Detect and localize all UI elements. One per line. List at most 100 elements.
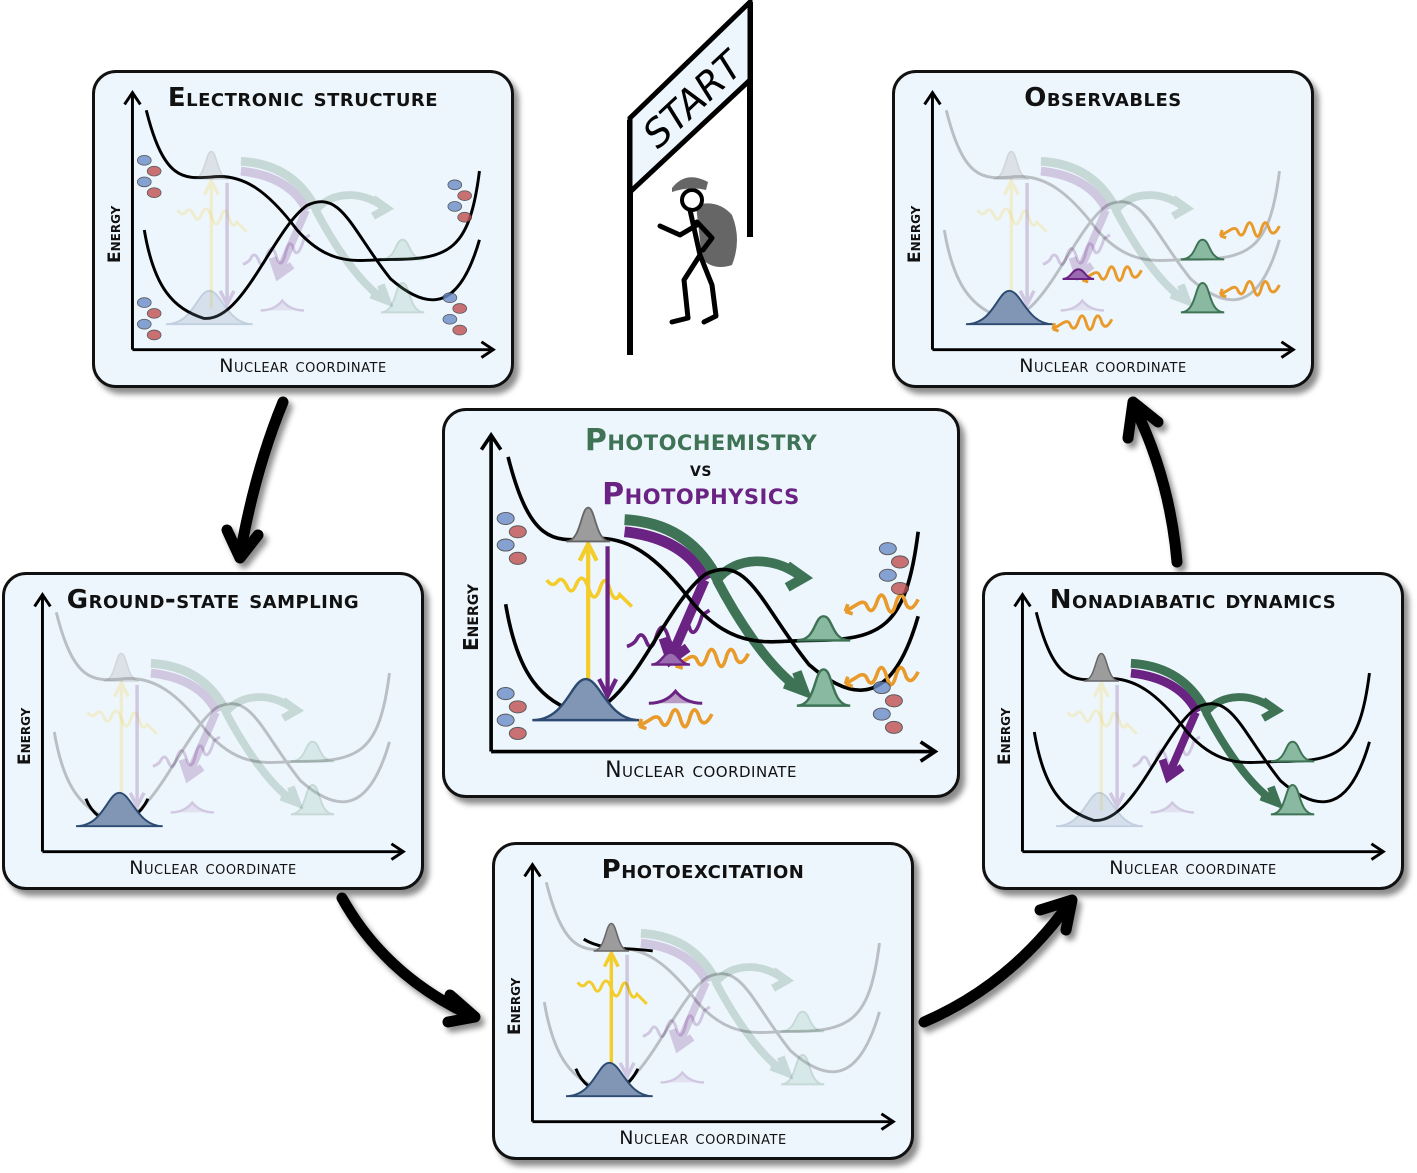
ground-wavepacket-shape	[532, 677, 640, 722]
coordinate-axis-arrowhead	[880, 1112, 896, 1131]
coordinate-axis-arrowhead	[390, 842, 406, 861]
coordinate-axis-arrowhead	[1280, 340, 1296, 359]
upper-product-arrow	[712, 556, 814, 592]
upper-product-wavepacket	[780, 1010, 825, 1033]
probe-ground	[637, 708, 714, 731]
ground-wavepacket-shape	[565, 1061, 653, 1098]
emission-arrow-icon	[128, 684, 146, 811]
internal-conversion-arrow	[1158, 710, 1200, 784]
relaxation-paths	[1130, 658, 1285, 810]
lower-product-wavepacket	[796, 668, 851, 707]
lower-product-wavepacket	[1180, 281, 1225, 314]
probe-pulses	[637, 593, 920, 731]
excitation-arrow-icon	[602, 949, 620, 1081]
orbital-lobe	[496, 511, 515, 525]
orbital-lobe	[872, 681, 891, 695]
photophysics-path	[640, 938, 711, 985]
photochemistry-path	[1040, 156, 1121, 213]
photophysics-elements	[618, 954, 711, 1084]
potential-energy-surfaces	[942, 109, 1281, 320]
x-axis-label: Nuclear coordinate	[1109, 857, 1277, 879]
pump-pulse	[176, 207, 248, 233]
panel-title: Nonadiabatic dynamics	[1049, 585, 1337, 615]
orbital-lobe	[496, 538, 515, 552]
energy-diagram	[1013, 591, 1386, 861]
yellow-photon-icon	[545, 576, 634, 608]
orbital-lobe	[136, 155, 152, 166]
energy-axis-arrowhead	[1013, 591, 1032, 608]
excited-state-surface	[544, 881, 881, 1034]
excitation-arrow	[577, 539, 599, 701]
product-wavepackets	[780, 1010, 825, 1086]
start-banner	[627, 0, 753, 198]
purple-photon-icon	[642, 1005, 711, 1038]
versus-label: vs	[690, 457, 712, 481]
photophysics-title: Photophysics	[602, 477, 800, 512]
upper-product-arrow	[1202, 693, 1285, 722]
photophysics-elements	[1108, 684, 1201, 814]
energy-axis-arrowhead	[923, 89, 942, 106]
axes	[479, 431, 939, 763]
potential-energy-surfaces	[1032, 611, 1371, 822]
yellow-photon-icon	[576, 979, 648, 1005]
excitation-arrow	[1002, 177, 1020, 309]
excitation-arrow	[1092, 679, 1110, 811]
emission-arrow-icon	[618, 954, 636, 1081]
arrow-sampling-to-photoexcitation-head	[442, 989, 481, 1028]
internal-conversion-arrow	[178, 710, 220, 784]
excited-wavepacket-shape	[993, 150, 1030, 180]
emission-arrow-icon	[1108, 684, 1126, 811]
x-axis-label: Nuclear coordinate	[1019, 355, 1187, 377]
pump-pulse	[976, 207, 1048, 233]
lower-product-arrow	[222, 710, 304, 810]
relaxation-paths	[240, 156, 395, 308]
coordinate-axis-arrowhead	[480, 340, 496, 359]
orbital-lobe	[508, 700, 527, 714]
photophysics-path	[150, 668, 221, 715]
hot-ground-wavepacket	[660, 1070, 705, 1084]
excited-wavepacket	[193, 150, 230, 180]
coordinate-axis-arrowhead	[919, 740, 939, 763]
arrow-photoexcitation-to-dynamics	[918, 899, 1074, 1028]
panel-title: Electronic structure	[167, 83, 439, 113]
excited-wavepacket	[103, 652, 140, 682]
excitation-arrow	[112, 679, 130, 811]
orbital-lobe	[872, 707, 891, 721]
photophysics-elements	[128, 684, 221, 814]
lower-product-wavepacket	[1270, 783, 1315, 816]
orbital-upper-left	[496, 511, 527, 565]
excited-wavepacket-shape	[1083, 652, 1120, 682]
ground-state-surface	[52, 702, 391, 822]
excited-wavepacket-shape	[193, 150, 230, 180]
excitation-arrow-icon	[1002, 177, 1020, 309]
upper-product-arrow	[1112, 191, 1195, 220]
photochemistry-path	[150, 658, 231, 715]
orbital-lobe	[146, 308, 162, 319]
internal-conversion-arrow	[668, 980, 710, 1054]
ground-wavepacket	[565, 1061, 653, 1098]
product-wavepackets	[1180, 238, 1225, 314]
orbital-lobe	[508, 525, 527, 539]
lower-product-arrow	[1112, 208, 1194, 308]
panel-title: Photoexcitation	[601, 855, 805, 885]
arrow-electronic-to-sampling-head	[221, 524, 264, 564]
orbital-lobe	[508, 726, 527, 740]
axes	[33, 591, 406, 861]
probe-upper-product	[843, 593, 920, 616]
panel-title: Ground-state sampling	[66, 585, 360, 615]
orbital-lobe	[508, 551, 527, 565]
ground-state-surface	[142, 200, 481, 320]
upper-product-wavepacket	[290, 740, 335, 763]
excited-wavepacket	[1083, 652, 1120, 682]
product-wavepackets	[290, 740, 335, 816]
axes	[523, 861, 896, 1131]
orbital-lobe	[136, 297, 152, 308]
photophysics-path	[1130, 668, 1201, 715]
energy-diagram	[523, 861, 896, 1131]
orbital-lobe	[452, 324, 468, 336]
relaxation-paths	[623, 514, 814, 700]
photophysics-path	[1040, 166, 1111, 213]
ground-wavepacket-shape	[75, 791, 163, 828]
